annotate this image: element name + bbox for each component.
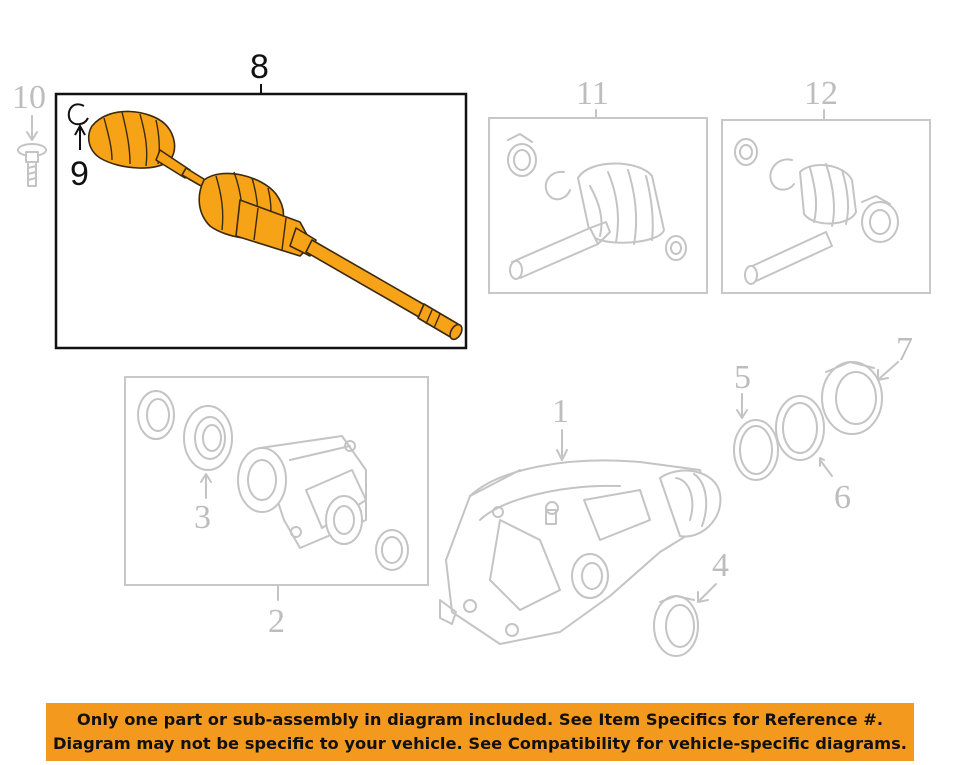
callout-4: 4 (712, 547, 729, 584)
part-11-boot-kit: 11 (488, 75, 708, 294)
callout-11: 11 (576, 75, 609, 112)
callout-9: 9 (70, 155, 89, 193)
callout-7: 7 (896, 331, 913, 368)
part-1-differential: 1 (439, 393, 722, 645)
part-10-bolt: 10 (12, 79, 47, 187)
callout-8: 8 (250, 48, 269, 86)
disclaimer-line-1: Only one part or sub-assembly in diagram… (76, 710, 884, 729)
part-6-shim: 6 (775, 395, 851, 516)
part-2-housing-kit: 2 (124, 376, 429, 640)
part-4-seal: 4 (653, 547, 729, 657)
part-8-axle-shaft-assembly: 8 (54, 48, 468, 350)
part-12-boot-kit: 12 (721, 75, 931, 294)
callout-1: 1 (552, 393, 569, 430)
disclaimer-banner: Only one part or sub-assembly in diagram… (46, 703, 914, 761)
callout-5: 5 (734, 359, 751, 396)
part-9-snap-ring: 9 (67, 103, 89, 193)
part-3-bearing: 3 (183, 405, 233, 536)
callout-3: 3 (194, 499, 211, 536)
callout-12: 12 (804, 75, 838, 112)
part-7-seal: 7 (821, 331, 913, 435)
part-5-shim: 5 (733, 359, 779, 481)
parts-diagram: 10 8 9 (12, 48, 931, 657)
callout-10: 10 (12, 79, 46, 116)
disclaimer-line-2: Diagram may not be specific to your vehi… (52, 734, 907, 753)
callout-2: 2 (268, 603, 285, 640)
callout-6: 6 (834, 479, 851, 516)
